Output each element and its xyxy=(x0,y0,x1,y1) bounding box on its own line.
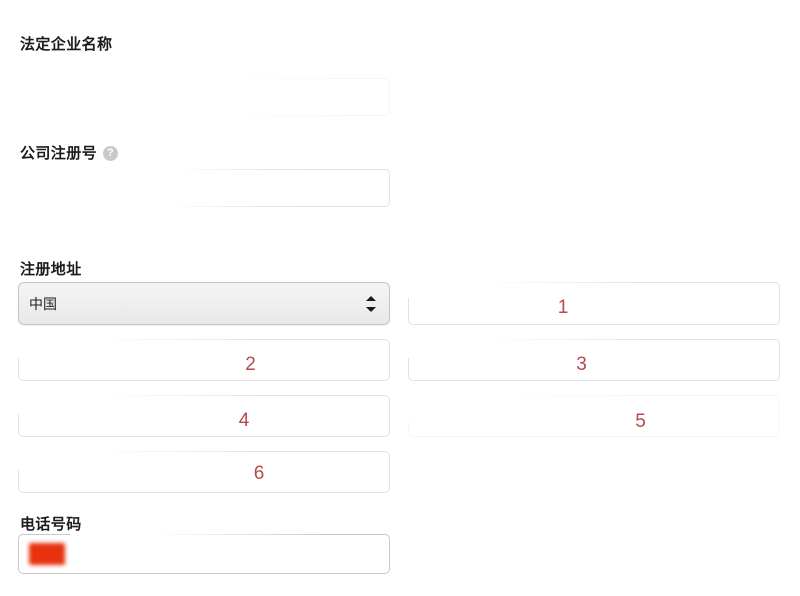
phone-number-input[interactable] xyxy=(18,534,390,574)
address-field-4[interactable] xyxy=(18,395,390,437)
address-field-1[interactable] xyxy=(408,282,780,325)
legal-business-name-input[interactable] xyxy=(18,78,390,116)
company-registration-number-label-text: 公司注册号 xyxy=(20,145,98,162)
address-field-3[interactable] xyxy=(408,339,780,381)
china-flag-icon[interactable] xyxy=(29,543,65,565)
registered-address-label: 注册地址 xyxy=(20,261,82,278)
country-select[interactable]: 中国 xyxy=(18,282,390,325)
stepper-updown-icon xyxy=(366,295,377,313)
help-circle-icon[interactable]: ? xyxy=(103,146,119,161)
phone-number-label: 电话号码 xyxy=(20,516,82,533)
country-select-value: 中国 xyxy=(29,295,57,312)
address-field-6[interactable] xyxy=(18,451,390,493)
company-registration-number-input[interactable] xyxy=(18,169,390,207)
address-field-2[interactable] xyxy=(18,339,390,381)
legal-business-name-label: 法定企业名称 xyxy=(20,36,113,53)
company-registration-number-label: 公司注册号 ? xyxy=(20,142,119,163)
address-field-5[interactable] xyxy=(408,395,780,437)
